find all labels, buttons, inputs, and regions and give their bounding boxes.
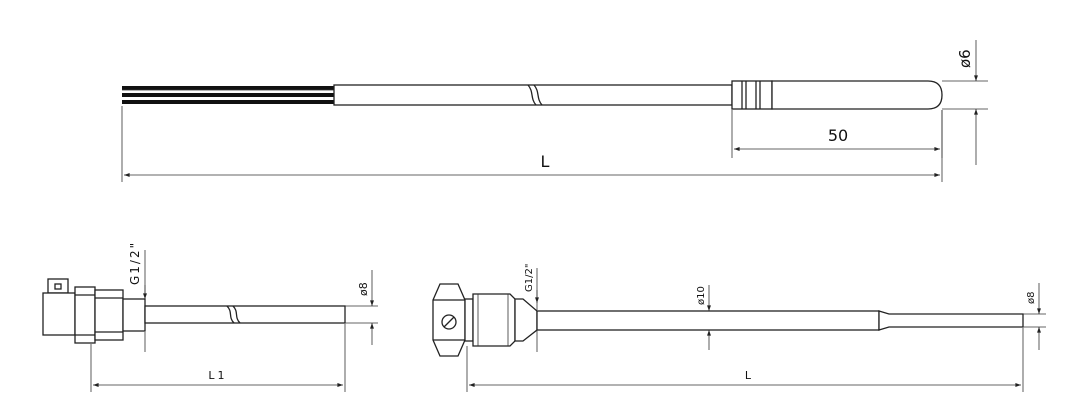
fitting-body xyxy=(472,293,538,347)
top-sensor-drawing: ø6 50 L xyxy=(121,40,988,182)
wire-bundle xyxy=(122,86,334,104)
hex-nut xyxy=(432,283,474,357)
length-label-l1: L1 xyxy=(208,369,227,382)
dimension-diameter-10: ø10 xyxy=(696,285,711,350)
thermowell-tube xyxy=(536,310,1024,331)
length-label-l: L xyxy=(745,369,752,382)
dimension-diameter-6: ø6 xyxy=(942,40,988,165)
connector-head xyxy=(42,278,96,344)
dimension-tip-length: 50 xyxy=(731,110,943,158)
diameter-label: ø6 xyxy=(956,49,974,68)
dimension-length-l: L xyxy=(466,328,1024,392)
overall-length-label: L xyxy=(541,152,550,171)
tip-length-label: 50 xyxy=(828,126,848,145)
diameter-tip-label: ø8 xyxy=(1026,292,1037,304)
bottom-left-sensor-drawing: G1/2" ø8 L1 xyxy=(42,241,378,392)
diameter-label-left: ø8 xyxy=(357,282,370,296)
bottom-right-sensor-drawing: G1/2" ø10 ø8 L xyxy=(432,264,1046,392)
thread-label-left: G1/2" xyxy=(128,241,142,285)
cable-sheath xyxy=(333,84,733,106)
thread-label-right: G1/2" xyxy=(524,264,535,292)
dimension-thread-left: G1/2" xyxy=(128,241,147,352)
dimension-thread-right: G1/2" xyxy=(524,264,539,352)
dimension-diameter-8-right: ø8 xyxy=(1023,283,1046,350)
dimension-diameter-8-left: ø8 xyxy=(345,270,378,345)
dimension-overall-length: L xyxy=(121,106,943,182)
protective-tube xyxy=(144,305,346,324)
probe-tip xyxy=(731,80,943,110)
threaded-fitting xyxy=(94,289,146,341)
dimension-length-l1: L1 xyxy=(90,324,346,392)
diameter-mid-label: ø10 xyxy=(696,286,707,305)
